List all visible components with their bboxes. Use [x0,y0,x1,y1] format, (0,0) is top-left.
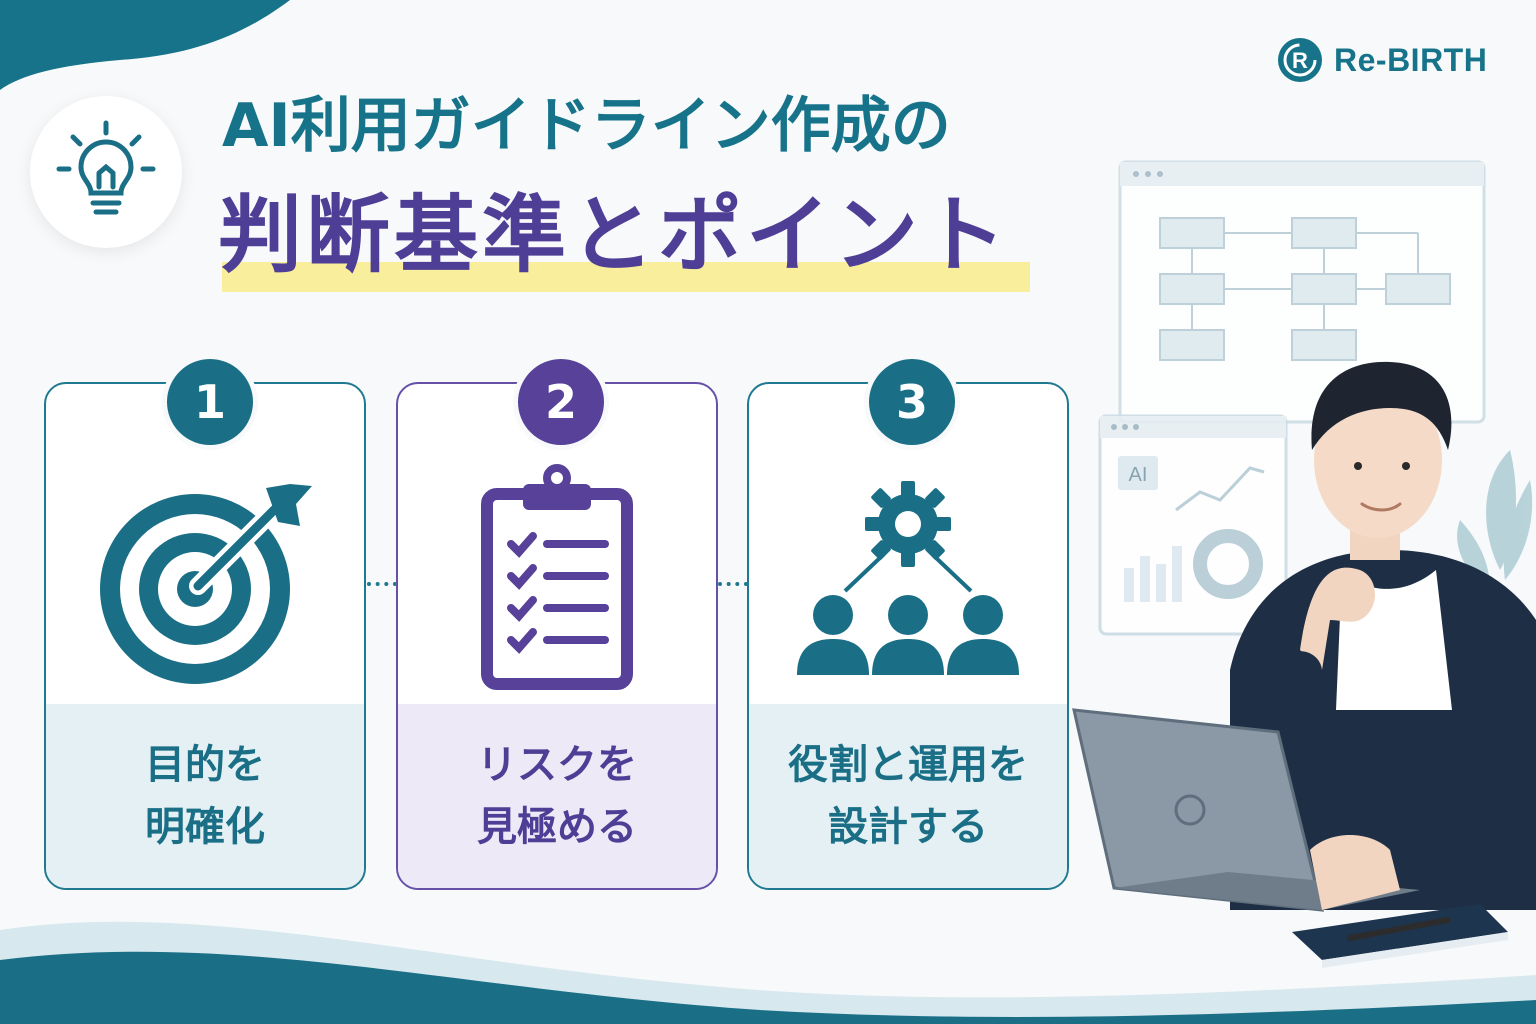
step-3-label-line-1: 役割と運用を [788,742,1028,788]
step-2-label-line-1: リスクを [477,742,637,788]
step-2-icon-area [398,454,716,704]
step-3-label-line-2: 設計する [828,804,988,850]
laptop-illustration [1072,708,1420,912]
step-3-number-badge: 3 [864,354,960,450]
title-line-2: 判断基準とポイント [218,186,1011,284]
target-arrow-icon [100,484,312,684]
step-1-label-line-1: 目的を [145,742,265,788]
step-1-number-badge: 1 [162,354,258,450]
logo-letter: R [1292,48,1308,73]
notebook-pen-illustration [1292,904,1508,968]
step-1-label-line-2: 明確化 [145,804,265,850]
step-3-label-panel: 役割と運用を 設計する [749,704,1067,888]
step-card-3: 役割と運用を 設計する [747,382,1069,890]
lightbulb-icon [56,120,156,215]
brand-logo: R Re-BIRTH [1276,36,1487,84]
step-connector-2-3 [718,582,748,586]
step-2-number-badge: 2 [513,354,609,450]
step-2-label-line-2: 見極める [477,804,637,850]
step-3-icon-area [749,454,1067,704]
dashboard-ai-label: AI [1129,464,1148,486]
step-2-label-panel: リスクを 見極める [398,704,716,888]
title-highlight-bar [222,262,1030,292]
title-line-1: AI利用ガイドライン作成の [222,91,951,161]
clipboard-checklist-icon [481,464,633,690]
ai-dashboard-window: AI [1098,414,1288,636]
step-1-icon-area [46,454,364,704]
person-figure [1230,361,1536,910]
step-card-2: リスクを 見極める [396,382,718,890]
lightbulb-badge [30,96,182,248]
step-card-1: 目的を 明確化 [44,382,366,890]
step-connector-1-2 [367,582,397,586]
person-with-laptop-illustration: AI [1072,160,1536,968]
gear-team-icon [797,481,1019,675]
brand-name: Re-BIRTH [1334,41,1488,78]
flowchart-window [1118,160,1486,424]
re-birth-logo-icon: R [1278,38,1322,82]
step-1-label-panel: 目的を 明確化 [46,704,364,888]
